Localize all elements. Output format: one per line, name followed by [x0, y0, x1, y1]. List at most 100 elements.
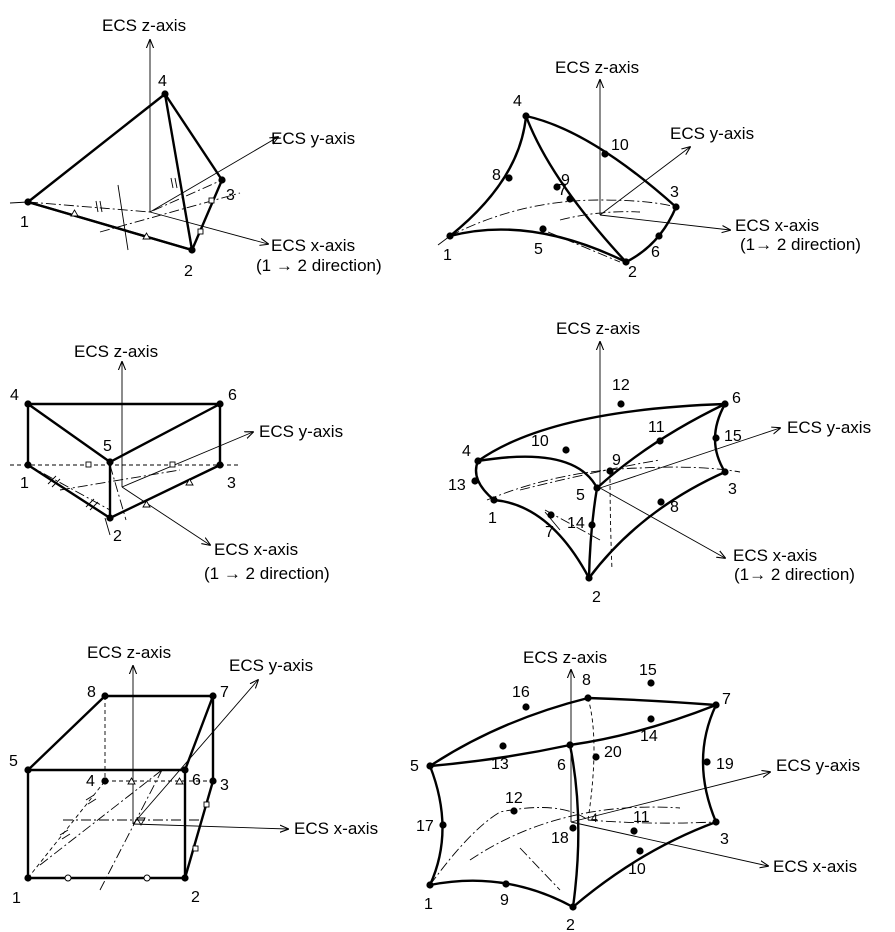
hex8-node-5: 5: [9, 753, 18, 770]
wedge15-z-label: ECS z-axis: [556, 319, 640, 338]
hex20-node-12: 12: [505, 790, 523, 807]
hex20-node-10: 10: [628, 861, 646, 878]
wedge6-z-label: ECS z-axis: [74, 342, 158, 361]
hex20-node-19: 19: [716, 756, 734, 773]
hex20-y-label: ECS y-axis: [776, 756, 860, 775]
hex8-z-label: ECS z-axis: [87, 643, 171, 662]
hex20-node-6: 6: [557, 757, 566, 774]
circle-mark: [64, 874, 151, 882]
tet10-element: 1 2 3 4 5 6 7 8 9 10 ECS z-axis ECS y-ax…: [437, 58, 861, 281]
wedge15-node-7: 7: [545, 524, 554, 541]
tet4-node-2: 2: [184, 263, 193, 280]
wedge6-node-3: 3: [227, 475, 236, 492]
hex20-node-4: 4: [591, 811, 598, 825]
wedge6-node-4: 4: [10, 387, 19, 404]
wedge15-hidden-edges: [486, 466, 741, 501]
hex20-y-axis: [570, 772, 770, 823]
tet10-node-1: 1: [443, 247, 452, 264]
tet4-z-label: ECS z-axis: [102, 16, 186, 35]
tet4-outline: [26, 92, 224, 252]
tet10-x-axis: [599, 214, 730, 230]
wedge15-node-1: 1: [488, 510, 497, 527]
wedge15-node-14: 14: [567, 515, 585, 532]
tet4-x-axis: [149, 211, 268, 244]
hex8-front-face: [26, 768, 187, 880]
tet4-node-3: 3: [226, 187, 235, 204]
wedge6-node-1: 1: [20, 475, 29, 492]
wedge6-y-axis: [121, 432, 253, 488]
hex20-node-2: 2: [566, 917, 575, 932]
tick-mark: [47, 475, 99, 511]
square-mark: [197, 197, 215, 235]
tet10-z-label: ECS z-axis: [555, 58, 639, 77]
hex8-top-face: [27, 694, 215, 771]
wedge6-node-5: 5: [103, 438, 112, 455]
wedge15-node-5: 5: [576, 487, 585, 504]
wedge6-x-axis: [121, 486, 210, 545]
hex8-node-8: 8: [87, 684, 96, 701]
tet4-node-4: 4: [158, 73, 167, 90]
tet10-node-10: 10: [611, 137, 629, 154]
hex20-hidden-edges: [587, 697, 595, 821]
hex20-node-20: 20: [604, 744, 622, 761]
hex8-node-6: 6: [192, 772, 201, 789]
hex20-node-7: 7: [722, 691, 731, 708]
tet4-hidden-edges: [27, 179, 223, 213]
wedge15-element: 1 2 3 4 5 6 7 8 9 10 11 12 13 14 15 ECS …: [448, 319, 871, 606]
tick-mark: [59, 794, 97, 840]
hex20-node-15: 15: [639, 662, 657, 679]
tet10-edge-1-2: [449, 228, 627, 264]
hex8-node-3: 3: [220, 777, 229, 794]
hex8-node-7: 7: [220, 684, 229, 701]
wedge6-direction-label: (1 → 2 direction): [204, 564, 330, 583]
tet4-node-1: 1: [20, 214, 29, 231]
hex20-z-label: ECS z-axis: [523, 648, 607, 667]
wedge15-node-3: 3: [728, 481, 737, 498]
triangle-mark: [142, 478, 194, 508]
hex8-y-axis: [132, 680, 258, 825]
wedge15-node-9: 9: [612, 452, 621, 469]
tet10-node-4: 4: [513, 93, 522, 110]
wedge15-top-edge: [477, 402, 726, 462]
tet10-node-6: 6: [651, 244, 660, 261]
wedge15-y-label: ECS y-axis: [787, 418, 871, 437]
hex8-y-label: ECS y-axis: [229, 656, 313, 675]
wedge15-x-axis: [599, 487, 725, 558]
hex20-node-8: 8: [582, 672, 591, 689]
hex8-x-axis: [132, 823, 288, 829]
tet10-node-2: 2: [628, 264, 637, 281]
hex20-node-3: 3: [720, 831, 729, 848]
wedge15-y-axis: [599, 428, 780, 489]
wedge15-node-15: 15: [724, 428, 742, 445]
hex20-node-18: 18: [551, 830, 569, 847]
hex20-node-14: 14: [640, 728, 658, 745]
triangle-mark: [70, 209, 151, 240]
tet4-direction-label: (1 → 2 direction): [256, 256, 382, 275]
tet10-node-3: 3: [670, 184, 679, 201]
tet10-hidden-edges: [449, 199, 677, 237]
hex20-node-9: 9: [500, 892, 509, 909]
tet4-element: 1 2 3 4 ECS z-axis ECS y-axis ECS x-axis…: [9, 16, 382, 280]
tet10-node-7: 7: [558, 182, 567, 199]
hex20-node-1: 1: [424, 896, 433, 913]
tet10-node-9: 9: [561, 172, 570, 189]
triangle-mark: [127, 777, 184, 785]
wedge15-direction-label: (1→ 2 direction): [734, 565, 855, 584]
hex20-node-16: 16: [512, 684, 530, 701]
hex8-node-4: 4: [86, 773, 95, 790]
wedge15-x-label: ECS x-axis: [733, 546, 817, 565]
hex20-x-label: ECS x-axis: [773, 857, 857, 876]
tet10-node-8: 8: [492, 167, 501, 184]
hex8-x-label: ECS x-axis: [294, 819, 378, 838]
wedge6-node-6: 6: [228, 387, 237, 404]
tet10-direction-label: (1→ 2 direction): [740, 235, 861, 254]
wedge15-node-2: 2: [592, 589, 601, 606]
wedge6-node-2: 2: [113, 528, 122, 545]
square-mark: [192, 801, 210, 852]
hex20-node-5: 5: [410, 758, 419, 775]
wedge15-node-8: 8: [670, 499, 679, 516]
tet10-y-label: ECS y-axis: [670, 124, 754, 143]
wedge15-node-6: 6: [732, 390, 741, 407]
wedge15-node-10: 10: [531, 433, 549, 450]
